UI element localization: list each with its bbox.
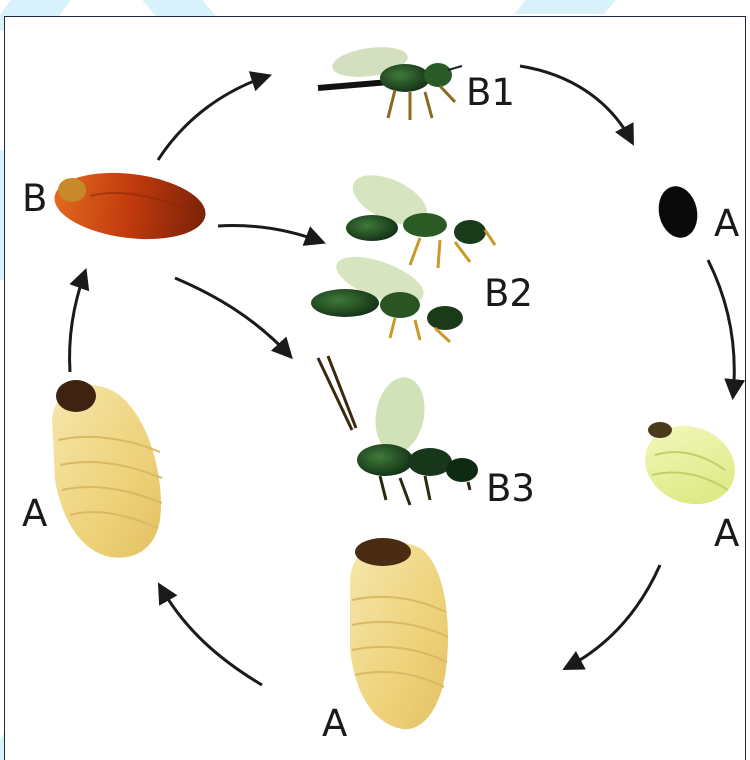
label-a-larva-left: A: [22, 495, 47, 532]
arrow-b1-to-egg: [520, 66, 632, 142]
larva-bottom-image: [350, 538, 448, 729]
label-b-pupa: B: [22, 180, 47, 217]
arrow-larva-to-larva-left: [160, 586, 262, 685]
label-b2: B2: [484, 275, 533, 312]
arrow-b-to-b1: [158, 76, 268, 160]
wasp-b2-upper-image: [345, 165, 495, 268]
label-a-larva-small: A: [714, 515, 739, 552]
arrow-larva-to-pupa: [70, 272, 85, 372]
arrow-b-to-b3: [175, 278, 290, 356]
larva-left-image: [52, 380, 162, 558]
label-a-larva-bottom: A: [322, 705, 347, 742]
arrow-egg-to-larva: [708, 260, 734, 396]
label-a-egg: A: [714, 205, 739, 242]
egg-image: [654, 183, 702, 242]
pupa-image: [51, 165, 210, 247]
arrow-b-to-b2: [218, 226, 322, 242]
label-b3: B3: [486, 470, 535, 507]
label-b1: B1: [466, 74, 515, 111]
wasp-b1-image: [318, 43, 462, 120]
larva-small-image: [633, 413, 747, 518]
wasp-b3-image: [318, 356, 478, 505]
wasp-b2-lower-image: [311, 247, 463, 342]
arrow-larva-to-larva: [566, 565, 660, 668]
